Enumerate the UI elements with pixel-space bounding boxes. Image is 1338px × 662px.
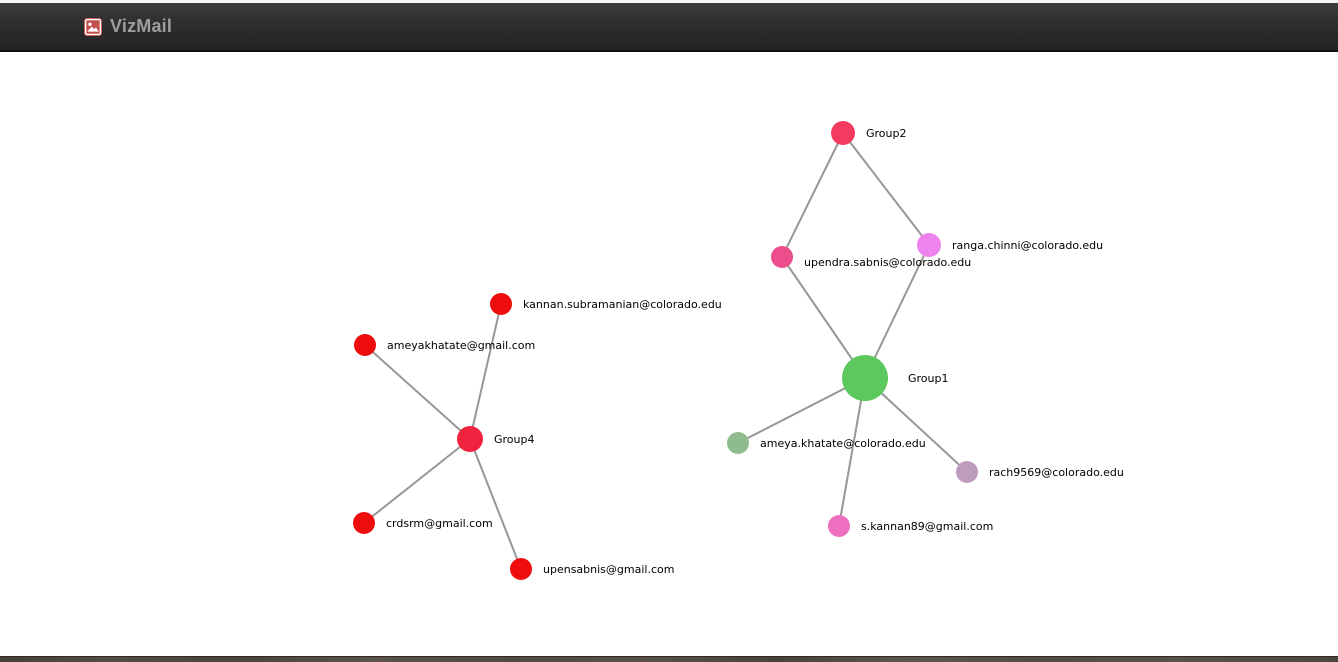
- graph-node-label: crdsrm@gmail.com: [386, 517, 493, 530]
- graph-node-ranga.chinni@colorado.edu[interactable]: [917, 233, 941, 257]
- image-icon: [84, 17, 102, 36]
- graph-edge: [838, 377, 866, 527]
- graph-node-Group1[interactable]: [842, 355, 888, 401]
- graph-edge: [469, 303, 502, 440]
- graph-node-label: Group4: [494, 433, 535, 446]
- graph-canvas: kannan.subramanian@colorado.edu ameyakhat…: [0, 54, 1338, 656]
- graph-node-upendra.sabnis@colorado.edu[interactable]: [771, 246, 793, 268]
- page-top-strip: [0, 0, 1338, 3]
- graph-edge: [737, 377, 866, 444]
- graph-node-label: kannan.subramanian@colorado.edu: [523, 298, 722, 311]
- graph-edge: [864, 244, 930, 379]
- graph-node-label: ranga.chinni@colorado.edu: [952, 239, 1103, 252]
- graph-node-kannan.subramanian@colorado.edu[interactable]: [490, 293, 512, 315]
- graph-node-ameyakhatate@gmail.com[interactable]: [354, 334, 376, 356]
- graph-node-label: ameya.khatate@colorado.edu: [760, 437, 926, 450]
- bottom-edge-bar: [0, 656, 1338, 662]
- graph-node-ameya.khatate@colorado.edu[interactable]: [727, 432, 749, 454]
- graph-node-label: Group1: [908, 372, 949, 385]
- graph-node-label: Group2: [866, 127, 907, 140]
- graph-node-upensabnis@gmail.com[interactable]: [510, 558, 532, 580]
- graph-node-Group4[interactable]: [457, 426, 483, 452]
- graph-edge: [781, 132, 844, 258]
- graph-edge: [469, 438, 522, 570]
- graph-node-s.kannan89@gmail.com[interactable]: [828, 515, 850, 537]
- app-header: VizMail: [0, 3, 1338, 52]
- app-title: VizMail: [110, 16, 173, 36]
- graph-edge: [842, 132, 930, 246]
- graph-node-Group2[interactable]: [831, 121, 855, 145]
- graph-edge: [363, 438, 471, 524]
- graph-node-label: s.kannan89@gmail.com: [861, 520, 993, 533]
- graph-node-label: upendra.sabnis@colorado.edu: [804, 256, 971, 269]
- graph-edge: [781, 256, 866, 379]
- graph-node-rach9569@colorado.edu[interactable]: [956, 461, 978, 483]
- network-graph: kannan.subramanian@colorado.edu ameyakhat…: [353, 121, 1124, 580]
- graph-edge: [364, 344, 471, 440]
- graph-edge: [864, 377, 968, 473]
- graph-node-crdsrm@gmail.com[interactable]: [353, 512, 375, 534]
- brand[interactable]: VizMail: [84, 16, 172, 37]
- graph-node-label: upensabnis@gmail.com: [543, 563, 674, 576]
- graph-node-label: ameyakhatate@gmail.com: [387, 339, 535, 352]
- graph-node-label: rach9569@colorado.edu: [989, 466, 1124, 479]
